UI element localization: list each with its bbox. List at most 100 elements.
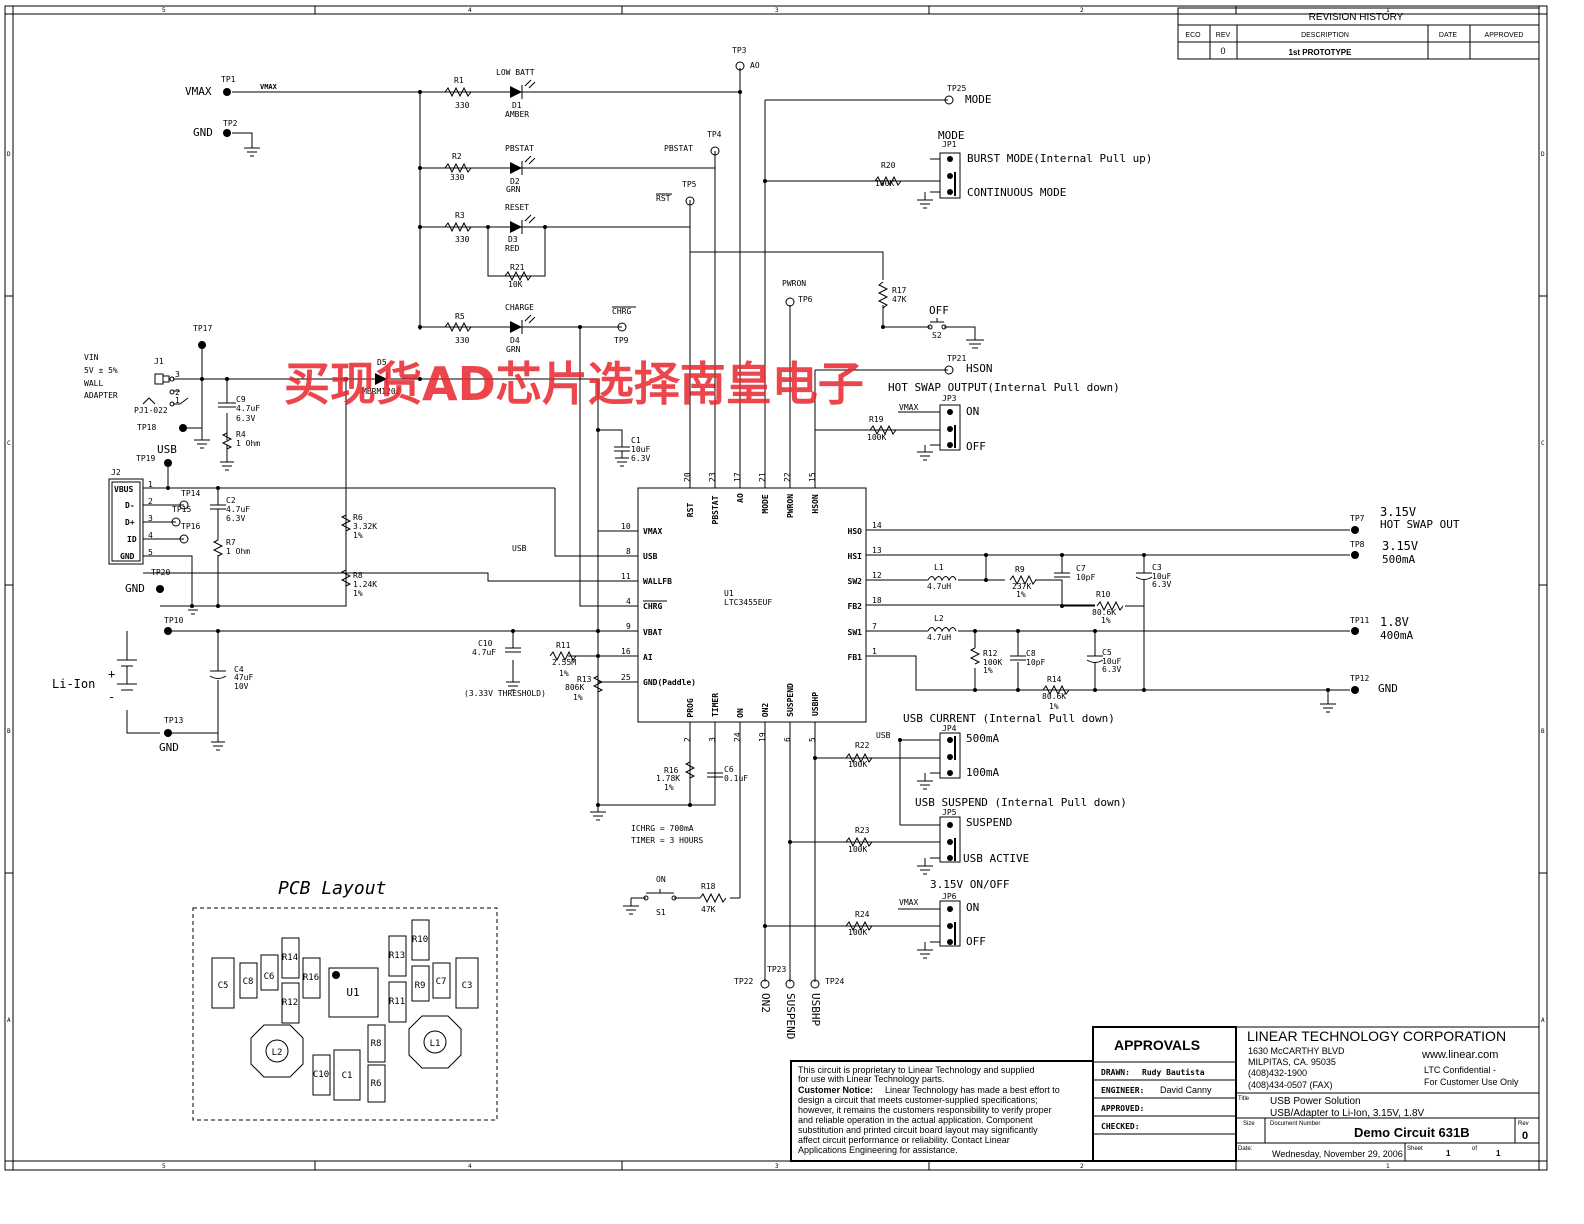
label: D- [125,501,135,510]
pin-vbat: VBAT [643,628,662,637]
testpoint-tp25 [944,95,954,105]
label: 1 [148,480,153,489]
testpoint-tp6 [785,297,795,307]
label: JP5 [942,808,957,817]
jumper-jp1 [939,152,961,199]
label: C10 [478,639,493,648]
usb-jumpers: USB CURRENT (Internal Pull down) USB JP4… [763,712,1127,959]
notice-line: This circuit is proprietary to Linear Te… [798,1065,1034,1075]
pin-num: 10 [621,522,631,531]
pin-num: 16 [621,647,631,656]
label: 4.7uF [472,648,496,657]
led-d2 [510,162,522,174]
label: 1% [664,783,674,792]
pin-num: 23 [708,472,717,482]
mode-section: TP25 MODE MODE JP1 BURST MODE(Internal P… [690,84,1152,349]
label: 1.24K [353,580,377,589]
u1-part: LTC3455EUF [724,598,772,607]
title-block: LINEAR TECHNOLOGY CORPORATION 1630 McCAR… [1235,1026,1540,1162]
label: 10pF [1026,658,1045,667]
label: R9 [1015,565,1025,574]
border-letter: B [1541,728,1545,735]
label: TP2 [223,119,238,128]
approvals-drawn-value: Rudy Bautista [1142,1067,1205,1077]
label: 1% [983,666,993,675]
label: R5 [455,312,465,321]
label: R7 [226,538,236,547]
notice-title: Customer Notice: [798,1085,873,1095]
pcb-part: R10 [412,935,428,945]
label: PJ1-022 [134,406,168,415]
testpoint-tp11 [1351,627,1359,635]
label: ON2 [759,993,772,1013]
jumper-jp3 [939,404,961,451]
testpoint-tp16 [179,534,189,544]
label: 100K [848,760,867,769]
border-number: 5 [162,7,166,14]
pin-num: 25 [621,673,631,682]
notice-line: for use with Linear Technology parts. [798,1074,944,1084]
label: 47K [892,295,907,304]
pin-num: 15 [808,472,817,482]
label: USB CURRENT (Internal Pull down) [903,712,1115,725]
label: R22 [855,741,870,750]
label: D4 [510,336,520,345]
label: 6.3V [226,514,245,523]
label: R14 [1047,675,1062,684]
pin-num: 1 [872,647,877,656]
label: 100mA [966,766,999,779]
border-number: 2 [1080,1163,1084,1170]
company-addr1: 1630 McCARTHY BLVD [1248,1046,1345,1056]
label: R17 [892,286,907,295]
pcb-layout: PCB Layout C5 C8 C6 R14 R12 R16 U1 R13 R… [192,878,498,1121]
label: Li-Ion [52,677,95,691]
label: MODE [965,93,992,106]
pcb-part: L2 [272,1048,283,1058]
label: ON [966,901,979,914]
testpoint-tp12 [1351,686,1359,694]
label: 3.15V [1382,539,1418,553]
pin-num: 9 [626,622,631,631]
border-letter: C [7,440,11,447]
label: R1 [454,76,464,85]
label: RED [505,244,520,253]
label: 3.15V [1380,505,1416,519]
testpoint-tp13 [164,729,172,737]
label: MODE [938,129,965,142]
label: 3 [175,370,180,379]
pin-num: 20 [683,472,692,482]
label: WALL [84,379,103,388]
testpoint-tp9 [617,322,627,332]
label: 10pF [1076,573,1095,582]
label: TP15 [172,505,191,514]
label: VBUS [114,485,133,494]
label: AMBER [505,110,529,119]
label: USB [876,731,891,740]
label: ICHRG = 700mA [631,824,694,833]
label: 10K [508,280,523,289]
label: J1 [154,357,164,366]
label: 4.7uF [236,404,260,413]
revision-history: REVISION HISTORY ECO REV DESCRIPTION DAT… [1177,7,1540,60]
testpoint-tp2 [223,129,231,137]
label: TP25 [947,84,966,93]
company-name: LINEAR TECHNOLOGY CORPORATION [1247,1028,1506,1044]
label: VMAX [899,898,918,907]
pcb-part: C1 [342,1071,353,1081]
label: 2 [148,497,153,506]
label: R20 [881,161,896,170]
rev-col-approved: APPROVED [1485,32,1524,39]
pin-num: 19 [758,732,767,742]
testpoint-tp17 [198,341,206,349]
label: GRN [506,185,521,194]
pin-num: 8 [626,547,631,556]
border-number: 4 [468,1163,472,1170]
label: R18 [701,882,716,891]
rev-label: Rev [1518,1121,1529,1127]
approvals-engineer: ENGINEER: [1101,1086,1144,1095]
label: D2 [510,177,520,186]
border-letter: D [1541,151,1545,158]
label: 80.6K [1042,692,1066,701]
led-section: TP1 VMAX VMAX TP2 GND R1 330 LOW BATT D1… [185,46,760,488]
label: 1% [1016,590,1026,599]
